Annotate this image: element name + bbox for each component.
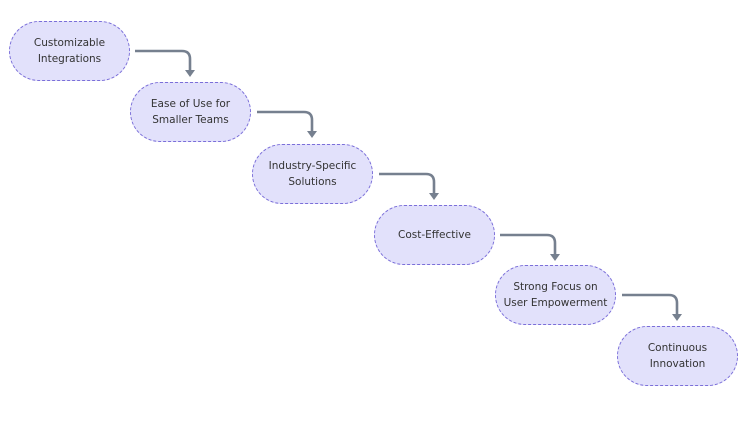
connector-2-3 [257,110,317,138]
flow-step-label: Cost-Effective [398,229,471,241]
flow-step-label: Ease of Use for Smaller Teams [150,98,231,126]
connector-5-6 [622,293,682,321]
flow-step-ease-of-use: Ease of Use for Smaller Teams [130,82,251,142]
flow-step-label: Continuous Innovation [647,342,708,370]
flow-step-continuous-innovation: Continuous Innovation [617,326,738,386]
flow-step-industry-specific: Industry-Specific Solutions [252,144,373,204]
connector-3-4 [379,172,439,200]
flow-step-customizable-integrations: Customizable Integrations [9,21,130,81]
flow-step-cost-effective: Cost-Effective [374,205,495,265]
flow-step-label: Customizable Integrations [33,37,106,65]
connector-4-5 [500,233,560,261]
flow-step-label: Strong Focus on User Empowerment [503,281,608,309]
flow-step-label: Industry-Specific Solutions [268,160,357,188]
flow-step-user-empowerment: Strong Focus on User Empowerment [495,265,616,325]
connector-1-2 [135,49,195,77]
